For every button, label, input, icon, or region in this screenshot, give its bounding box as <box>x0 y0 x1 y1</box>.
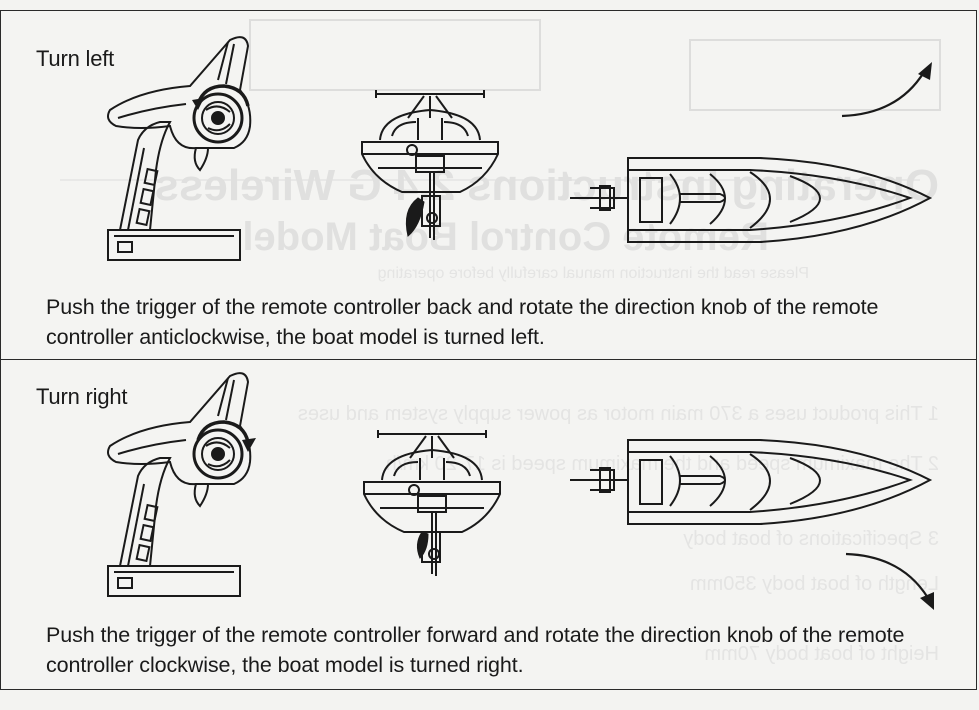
turn-right-arrow-icon <box>845 552 934 610</box>
boat-rear-view-illustration <box>361 90 499 240</box>
remote-controller-illustration <box>107 36 252 261</box>
turn-right-description: Push the trigger of the remote controlle… <box>46 623 905 677</box>
turn-left-title: Turn left <box>36 46 115 71</box>
anticlockwise-arrow-icon <box>192 84 250 110</box>
turn-left-section <box>0 10 977 360</box>
turn-left-description: Push the trigger of the remote controlle… <box>46 295 879 349</box>
turn-right-title: Turn right <box>36 384 128 409</box>
clockwise-arrow-icon <box>196 420 256 452</box>
boat-top-view-illustration <box>570 439 933 525</box>
boat-top-view-illustration <box>570 157 933 243</box>
remote-controller-illustration <box>107 372 256 597</box>
turn-left-arrow-icon <box>841 62 932 118</box>
turn-right-section <box>0 360 977 690</box>
boat-rear-view-illustration <box>363 430 501 576</box>
